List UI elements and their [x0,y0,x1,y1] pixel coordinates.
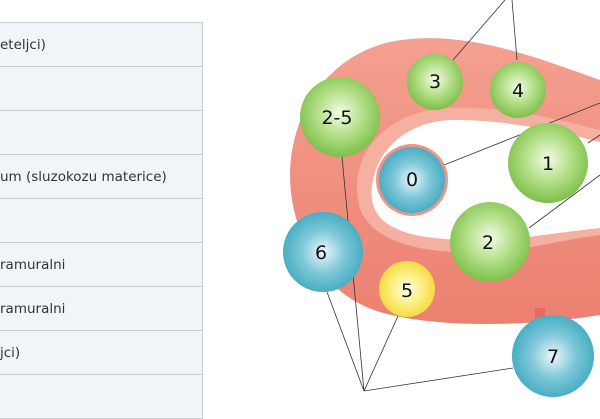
table-row: um (sluzokozu materice) [0,155,203,199]
svg-text:5: 5 [401,280,413,302]
fibroid-2-5: 2-5 [300,77,380,157]
svg-text:7: 7 [547,346,559,368]
svg-text:4: 4 [512,80,524,102]
uterus-fibroid-diagram: 3 4 2-5 0 1 2 6 5 7 [283,0,600,397]
fibroid-0: 0 [376,144,448,216]
fibroid-4: 4 [490,62,546,118]
svg-text:3: 3 [429,71,441,93]
table-row [0,199,203,243]
fibroid-6: 6 [283,212,363,292]
fibroid-5: 5 [379,261,435,317]
fibroid-1: 1 [508,123,588,203]
svg-text:0: 0 [406,169,418,191]
table-row: eteljci) [0,23,203,67]
table-row: ramuralni [0,243,203,287]
fibroid-7: 7 [512,315,594,397]
svg-text:2-5: 2-5 [321,107,352,129]
fibroid-3: 3 [407,54,463,110]
table-row: jci) [0,331,203,375]
svg-text:1: 1 [542,153,554,175]
fibroid-2: 2 [450,202,530,282]
svg-text:6: 6 [315,242,327,264]
table-row [0,111,203,155]
svg-text:2: 2 [482,232,494,254]
table-row [0,67,203,111]
table-row: ramuralni [0,287,203,331]
fibroid-stalk [535,308,545,324]
